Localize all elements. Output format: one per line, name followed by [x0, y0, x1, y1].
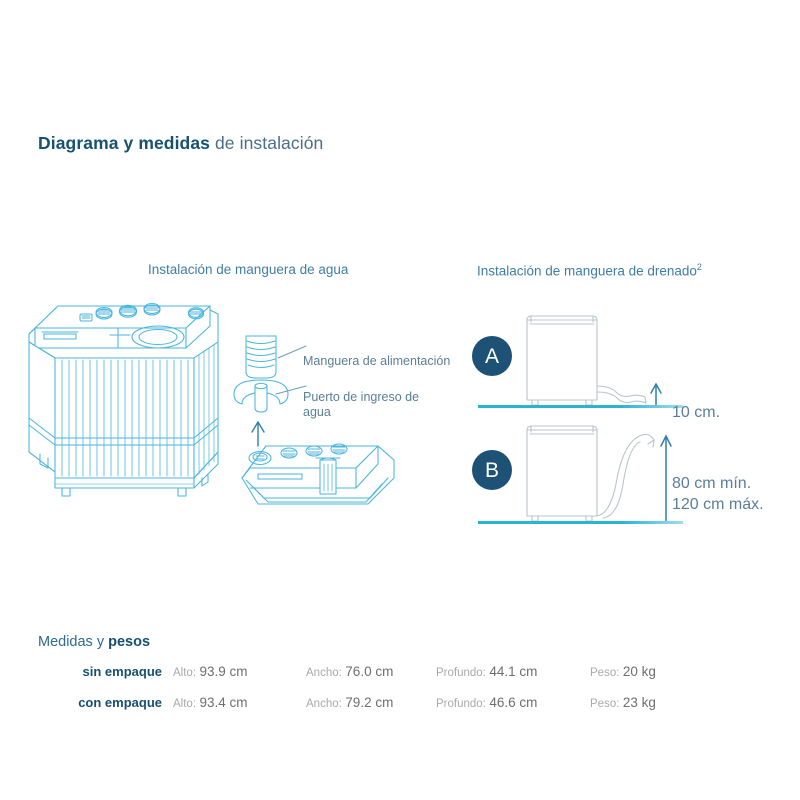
measures-section-title: Medidas y pesos: [38, 634, 150, 650]
cell-key: Profundo:: [436, 698, 486, 710]
footnote-marker: 2: [696, 262, 702, 272]
measure-label-a: 10 cm.: [672, 381, 720, 423]
measures-section-title-bold: pesos: [108, 634, 151, 650]
cell-key: Peso:: [590, 698, 620, 710]
measures-section-title-light: Medidas y: [38, 634, 109, 650]
measure-label-b: 80 cm mín. 120 cm máx.: [672, 452, 764, 515]
measure-label-b-text: 80 cm mín. 120 cm máx.: [672, 475, 764, 513]
cell-key: Peso:: [590, 667, 620, 679]
cell-alto-con-empaque: Alto: 93.4 cm: [173, 693, 248, 714]
callout-supply-hose-text: Manguera de alimentación: [303, 354, 451, 368]
cell-value: 44.1 cm: [489, 664, 538, 679]
table-row: sin empaque Alto: 93.9 cm Ancho: 76.0 cm…: [38, 662, 778, 693]
drain-diagram-b: B: [470, 412, 695, 537]
badge-b-circle: [472, 450, 512, 490]
washing-machine-illustration: [18, 292, 233, 512]
badge-a-label: A: [485, 345, 499, 368]
cell-value: 46.6 cm: [489, 695, 538, 710]
water-inlet-detail-illustration: [228, 328, 403, 508]
floor-line-b: [478, 521, 683, 524]
cell-profundo-con-empaque: Profundo: 46.6 cm: [436, 693, 537, 714]
section-heading-drain-hose: Instalación de manguera de drenado2: [477, 262, 702, 279]
measures-table: sin empaque Alto: 93.9 cm Ancho: 76.0 cm…: [38, 662, 778, 724]
measure-label-a-text: 10 cm.: [672, 404, 721, 421]
cell-key: Ancho:: [306, 698, 342, 710]
floor-line-a: [478, 405, 683, 408]
section-heading-drain-hose-text: Instalación de manguera de drenado: [477, 263, 697, 279]
cell-value: 93.9 cm: [199, 664, 248, 679]
cell-value: 79.2 cm: [345, 695, 394, 710]
cell-ancho-con-empaque: Ancho: 79.2 cm: [306, 693, 393, 714]
section-heading-water-hose-text: Instalación de manguera de agua: [148, 262, 349, 277]
cell-key: Ancho:: [306, 667, 342, 679]
row-label-con-empaque: con empaque: [78, 695, 162, 710]
page-title-strong: Diagrama y medidas: [38, 133, 211, 153]
page-title-light: de instalación: [210, 133, 324, 153]
cell-value: 76.0 cm: [345, 664, 394, 679]
cell-value: 23 kg: [622, 695, 656, 710]
badge-b-label: B: [485, 459, 499, 482]
page-title: Diagrama y medidas de instalación: [38, 133, 323, 154]
row-label-sin-empaque: sin empaque: [82, 664, 162, 679]
callout-water-inlet-port-text: Puerto de ingreso de agua: [303, 390, 420, 419]
section-heading-water-hose: Instalación de manguera de agua: [148, 262, 348, 277]
cell-key: Profundo:: [436, 667, 486, 679]
cell-value: 93.4 cm: [199, 695, 248, 710]
table-row: con empaque Alto: 93.4 cm Ancho: 79.2 cm…: [38, 693, 778, 724]
callout-water-inlet-port: Puerto de ingreso de agua: [303, 375, 419, 420]
cell-value: 20 kg: [622, 664, 656, 679]
cell-ancho-sin-empaque: Ancho: 76.0 cm: [306, 662, 393, 683]
cell-peso-sin-empaque: Peso: 20 kg: [590, 662, 656, 683]
badge-a-circle: [472, 336, 512, 376]
cell-peso-con-empaque: Peso: 23 kg: [590, 693, 656, 714]
cell-alto-sin-empaque: Alto: 93.9 cm: [173, 662, 248, 683]
cell-key: Alto:: [173, 667, 197, 679]
cell-key: Alto:: [173, 698, 197, 710]
cell-profundo-sin-empaque: Profundo: 44.1 cm: [436, 662, 537, 683]
callout-supply-hose: Manguera de alimentación: [303, 339, 450, 369]
drain-diagram-a: A: [470, 298, 695, 418]
